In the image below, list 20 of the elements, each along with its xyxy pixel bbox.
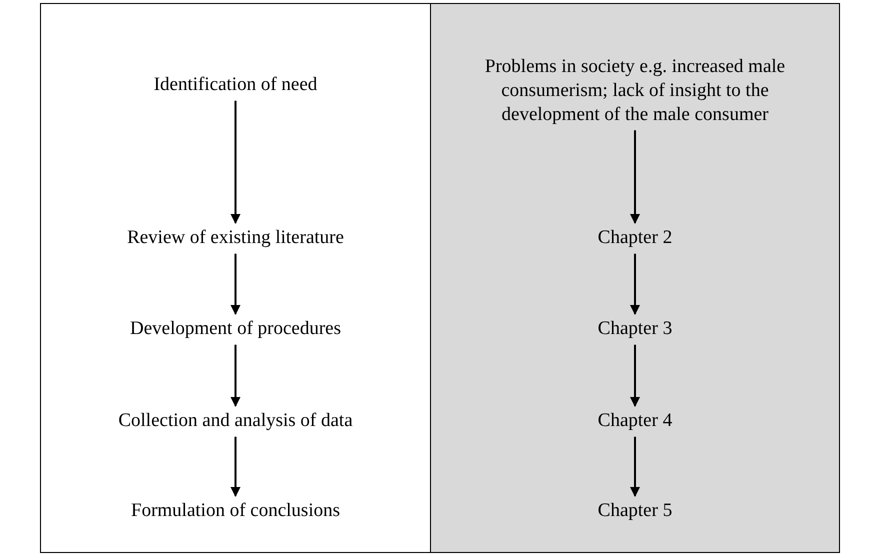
step-text: Review of existing literature [127, 226, 344, 250]
step-text: Collection and analysis of data [118, 409, 353, 433]
arrow [230, 254, 240, 315]
step-text: Formulation of conclusions [131, 499, 340, 523]
arrow [630, 254, 640, 315]
step-text: Chapter 4 [598, 409, 672, 433]
step-text: Development of procedures [130, 317, 342, 341]
panel-background [40, 3, 431, 553]
step-text: Chapter 3 [598, 317, 672, 341]
panel-background [430, 3, 840, 553]
arrow [230, 436, 240, 497]
step-text: Chapter 2 [598, 226, 672, 250]
arrow [630, 344, 640, 407]
step-text: Problems in society e.g. increased male consumerism; lack of insight to the development of the male consumer [482, 55, 788, 126]
arrow [230, 100, 240, 224]
arrow [630, 436, 640, 497]
arrow [230, 344, 240, 407]
step-text: Chapter 5 [598, 499, 672, 523]
arrow [630, 130, 640, 224]
step-text: Identification of need [154, 73, 318, 97]
